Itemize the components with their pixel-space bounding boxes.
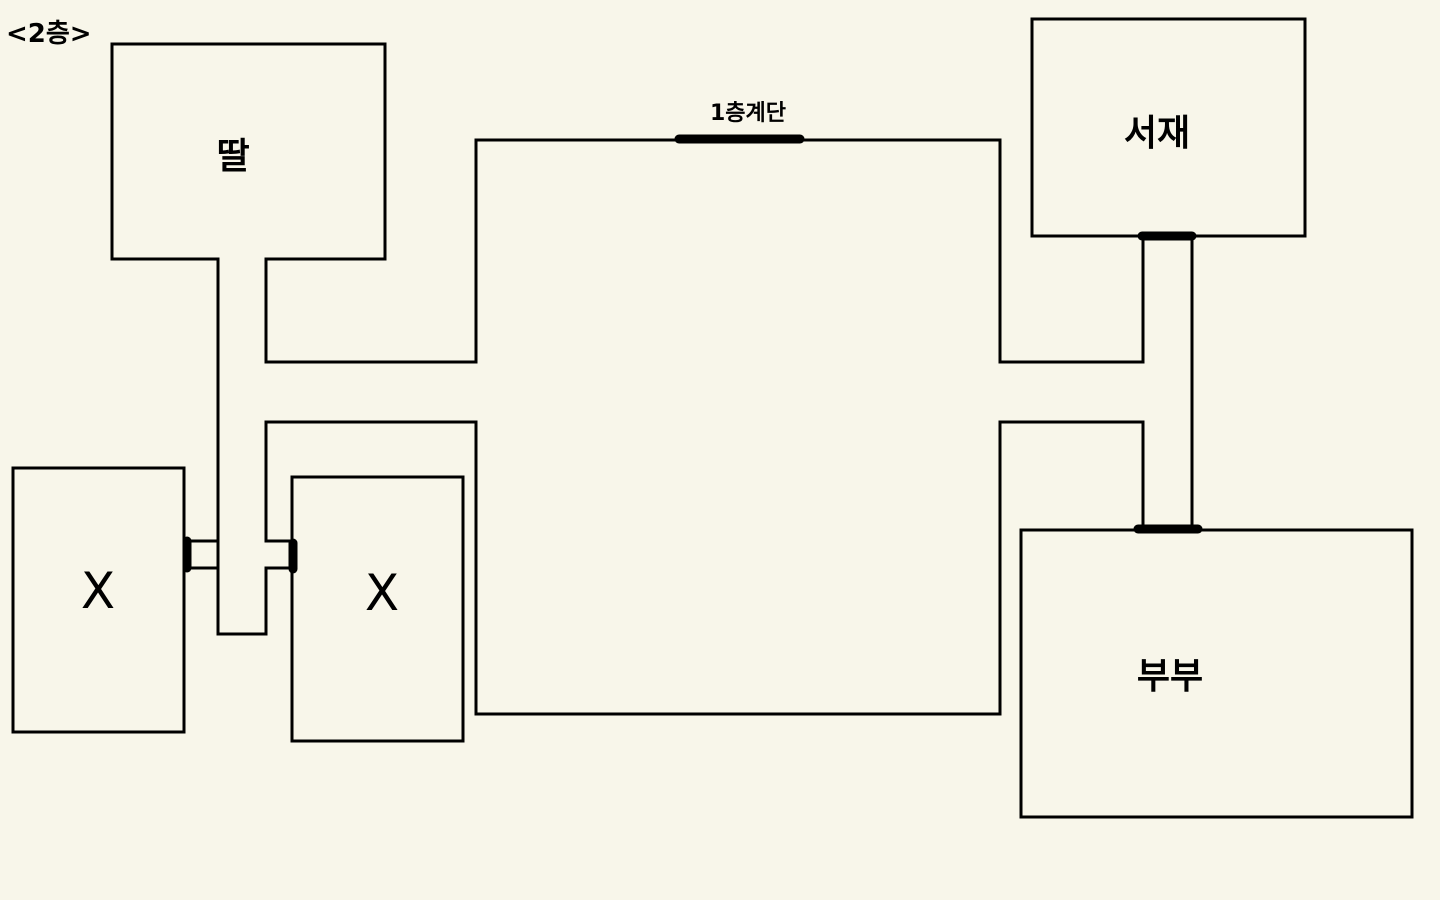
left-x-room-wall (11, 466, 186, 734)
daughter-room-wall (110, 42, 478, 636)
couple-room-wall (1019, 528, 1414, 819)
central-hall-lower-wall (474, 420, 1145, 716)
left-x-room-label: X (81, 562, 115, 620)
corridor-right-wall (264, 420, 478, 543)
central-hall-wall (474, 138, 1145, 364)
middle-x-room-wall (290, 475, 465, 743)
couple-room-label: 부부 (1137, 656, 1203, 697)
study-room-label: 서재 (1124, 113, 1190, 154)
corridor-bottom (216, 566, 294, 636)
stairs-label: 1층계단 (710, 101, 786, 126)
middle-x-room-label: X (365, 564, 399, 622)
floor-label: <2층> (6, 19, 92, 49)
daughter-room-label: 딸 (216, 136, 249, 177)
